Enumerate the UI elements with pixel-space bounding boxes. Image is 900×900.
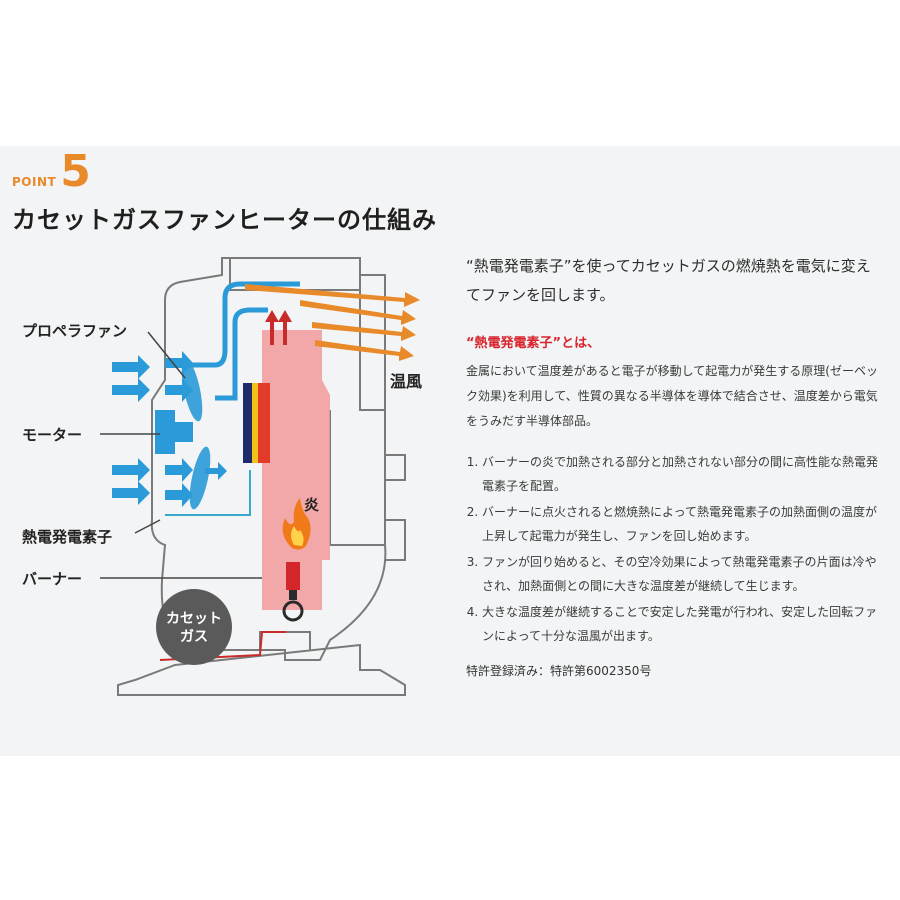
step-item: バーナーの炎で加熱される部分と加熱されない部分の間に高性能な熱電発電素子を配置。: [482, 450, 884, 498]
thermo-element-cold-side: [243, 383, 252, 463]
steps-list: バーナーの炎で加熱される部分と加熱されない部分の間に高性能な熱電発電素子を配置。…: [466, 450, 884, 648]
step-item: 大きな温度差が継続することで安定した発電が行われ、安定した回転ファンによって十分…: [482, 600, 884, 648]
point-badge: POINT 5: [12, 150, 91, 194]
patent-note: 特許登録済み：特許第6002350号: [466, 662, 884, 679]
label-motor: モーター: [22, 424, 82, 445]
intro-text: “熱電発電素子”を使ってカセットガスの燃焼熱を電気に変えてファンを回します。: [466, 252, 884, 310]
heater-diagram: プロペラファン モーター 熱電発電素子 バーナー 温風 炎 カセットガス: [0, 240, 440, 720]
thermo-element-core: [252, 383, 258, 463]
point-number: 5: [60, 150, 91, 194]
page-title: カセットガスファンヒーターの仕組み: [12, 200, 437, 235]
step-item: ファンが回り始めると、その空冷効果によって熱電発電素子の片面は冷やされ、加熱面側…: [482, 550, 884, 598]
label-propeller-fan: プロペラファン: [22, 320, 127, 341]
definition-body: 金属において温度差があると電子が移動して起電力が発生する原理(ゼーベック効果)を…: [466, 359, 884, 434]
motor-body: [155, 410, 175, 454]
definition-title: “熱電発電素子”とは、: [466, 332, 884, 351]
burner-nozzle: [289, 590, 297, 600]
label-flame: 炎: [304, 494, 319, 515]
burner-body: [286, 562, 300, 590]
label-cassette-gas: カセットガス: [166, 610, 222, 646]
label-burner: バーナー: [22, 568, 82, 589]
thermo-element-hot-side: [258, 383, 270, 463]
description-column: “熱電発電素子”を使ってカセットガスの燃焼熱を電気に変えてファンを回します。 “…: [466, 252, 884, 679]
label-thermoelectric: 熱電発電素子: [22, 526, 112, 547]
point-label: POINT: [12, 175, 56, 189]
heater-illustration: [0, 240, 440, 720]
label-warm-air: 温風: [390, 368, 422, 392]
motor-shaft: [175, 422, 193, 442]
step-item: バーナーに点火されると燃焼熱によって熱電発電素子の加熱面側の温度が上昇して起電力…: [482, 500, 884, 548]
fan-blade-lower: [186, 445, 215, 511]
